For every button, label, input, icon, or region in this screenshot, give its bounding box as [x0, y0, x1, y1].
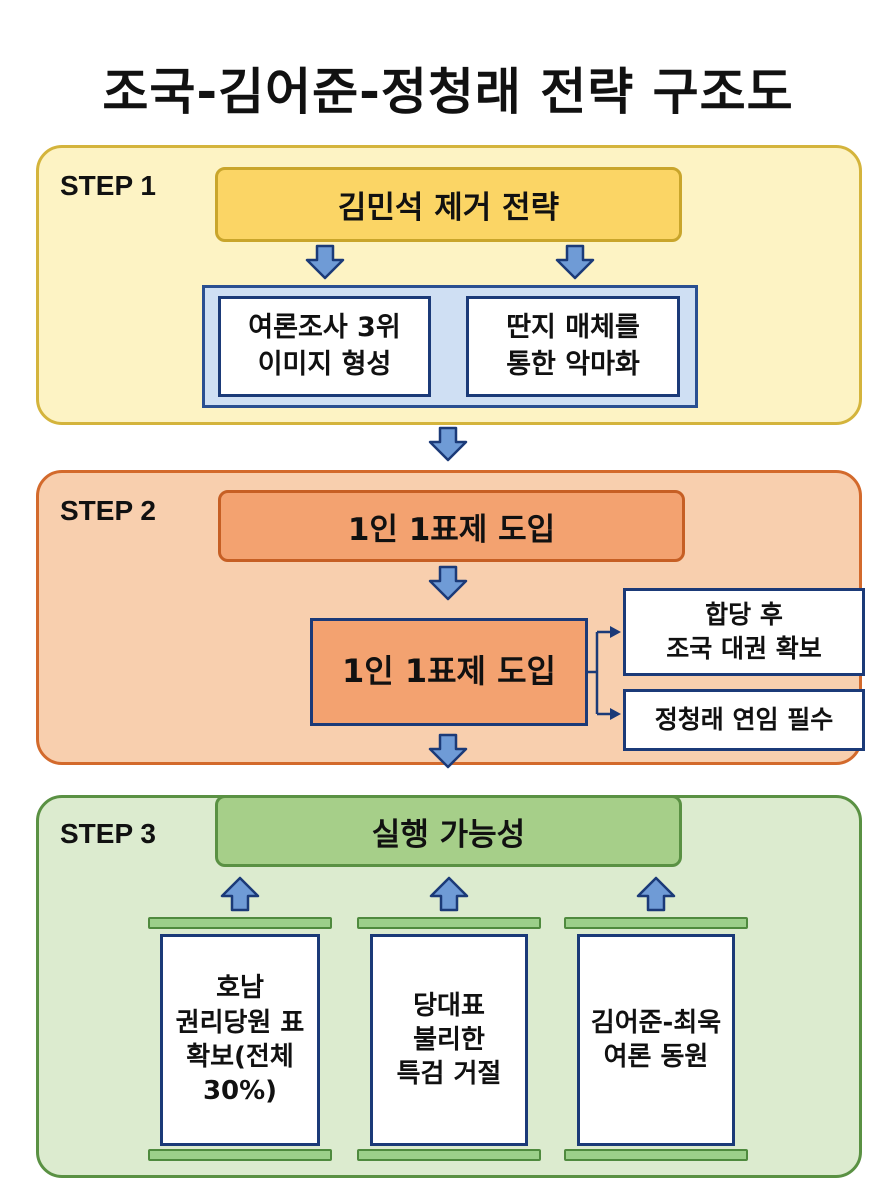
step1-header: 김민석 제거 전략	[215, 167, 682, 242]
step3-header: 실행 가능성	[215, 795, 682, 867]
branch-arrowhead-bottom	[610, 708, 621, 720]
diagram-title: 조국-김어준-정청래 전략 구조도	[102, 63, 794, 121]
step2-outcome-reelection: 정청래 연임 필수	[623, 689, 865, 751]
arrow-step2-to-step3	[428, 733, 468, 769]
pillar2-top-rail	[357, 917, 541, 929]
arrow-header-to-center	[428, 565, 468, 601]
step3-label: STEP 3	[60, 818, 156, 849]
arrow-pillar3-up	[636, 876, 676, 912]
branch-arrowhead-top	[610, 626, 621, 638]
arrow-header-to-poll	[305, 244, 345, 280]
pillar2-bottom-rail	[357, 1149, 541, 1161]
arrow-header-to-demonize	[555, 244, 595, 280]
step2-header: 1인 1표제 도입	[218, 490, 685, 562]
pillar3-top-rail	[564, 917, 748, 929]
step1-label: STEP 1	[60, 170, 156, 201]
step2-label: STEP 2	[60, 495, 156, 526]
arrow-pillar1-up	[220, 876, 260, 912]
pillar1-bottom-rail	[148, 1149, 332, 1161]
branch-connector	[588, 630, 612, 716]
arrow-step1-to-step2	[428, 426, 468, 462]
pillar1-top-rail	[148, 917, 332, 929]
arrow-pillar2-up	[429, 876, 469, 912]
step2-center-box: 1인 1표제 도입	[310, 618, 588, 726]
pillar3-bottom-rail	[564, 1149, 748, 1161]
